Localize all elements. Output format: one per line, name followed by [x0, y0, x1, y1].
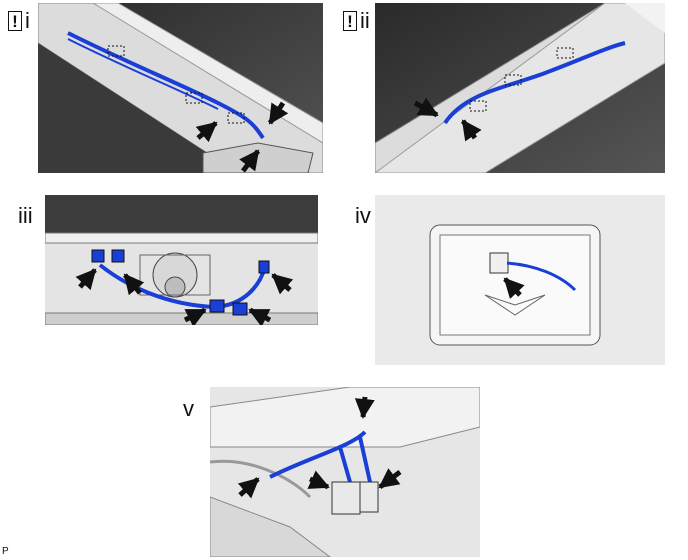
clip-marker-icon	[556, 47, 574, 59]
pointer-arrow-icon	[413, 97, 482, 142]
clip-marker-icon	[185, 92, 203, 104]
panel-ii-illustration	[375, 3, 665, 173]
clip-marker-icon	[227, 112, 245, 124]
pointer-arrow-icon	[503, 277, 525, 299]
panel-iv-label: iv	[355, 203, 371, 228]
panel-iii-illustration	[45, 195, 318, 325]
panel-v-label: v	[183, 396, 194, 421]
clip-marker-icon	[469, 100, 487, 112]
pointer-arrow-icon	[195, 101, 289, 173]
panel-i-illustration	[38, 3, 323, 173]
panel-i-label: ! i	[8, 10, 30, 32]
panel-i-number: i	[25, 8, 30, 33]
caution-icon: !	[8, 11, 22, 31]
pointer-arrow-icon	[75, 268, 294, 325]
panel-iv-illustration	[375, 195, 665, 365]
panel-ii-number: ii	[360, 8, 370, 33]
panel-ii-label: ! ii	[343, 10, 370, 32]
caution-icon: !	[343, 11, 357, 31]
clip-marker-icon	[107, 45, 125, 57]
clip-marker-icon	[504, 74, 522, 86]
panel-v-illustration	[210, 387, 480, 557]
pointer-arrow-icon	[237, 396, 402, 499]
illustration-code: P	[2, 546, 9, 557]
panel-iii-label: iii	[18, 203, 33, 228]
